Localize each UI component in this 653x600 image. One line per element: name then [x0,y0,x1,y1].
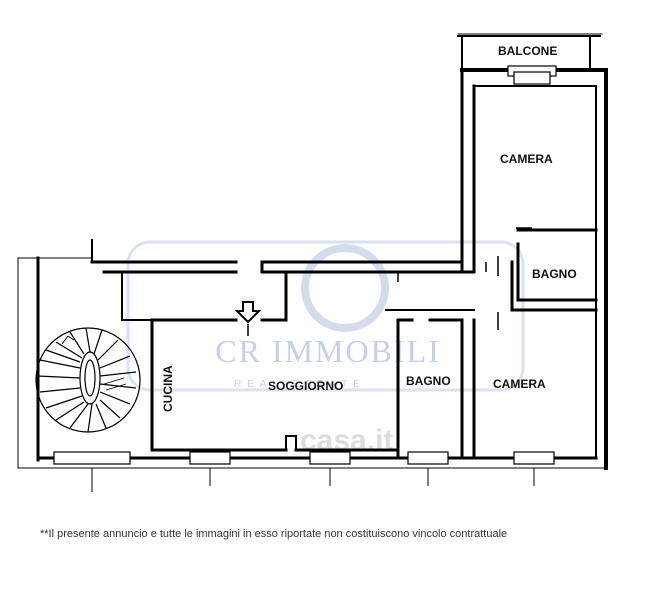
wall-corridor-left [260,260,288,322]
room-labels: BALCONE CAMERA BAGNO CUCINA SOGGIORNO BA… [161,44,577,412]
wall-west-outer [17,257,93,469]
window-sills [91,468,535,492]
stair-core-inner [84,359,96,397]
balcone-outline [457,35,601,71]
label-bagno-right: BAGNO [532,267,577,281]
watermark-frame [126,240,525,392]
spiral-staircase-icon [35,327,141,433]
watermark: CR IMMOBILI REAL ESTATE casa.it [126,240,525,457]
window-soggiorno [309,451,351,465]
label-camera-bottom: CAMERA [493,377,546,391]
window-camera [513,451,555,465]
stair-treads [37,327,137,433]
label-bagno-center: BAGNO [406,374,451,388]
window-stair [53,451,131,465]
windows [53,65,557,465]
label-cucina: CUCINA [161,365,175,412]
window-bagno [407,451,449,465]
stair-well-top [91,239,153,321]
disclaimer-note: **Il presente annuncio e tutte le immagi… [40,528,508,540]
watermark-sub: REAL ESTATE [234,379,366,390]
window-cucina [189,451,231,465]
walls [17,33,608,470]
window-balcone-inner [513,71,551,85]
wall-bagno-center [396,318,464,460]
watermark-logo-circle [301,244,389,332]
watermark-brand: CR IMMOBILI [215,333,441,369]
doors [247,227,532,336]
wall-soggiorno [150,318,400,452]
wall-right-inner [473,85,597,459]
stair-arrow [61,335,75,345]
wall-north-west [90,260,238,274]
stair-hatch [103,377,127,391]
down-arrow-icon [234,301,262,324]
label-balcone: BALCONE [498,44,557,58]
entrance-arrow [234,301,262,324]
wall-bagno-right [510,242,598,312]
wall-wing-left [460,68,476,272]
label-soggiorno: SOGGIORNO [268,379,343,393]
wall-soggiorno-jog [285,435,297,451]
wall-corridor-top [260,250,476,274]
label-camera-top: CAMERA [500,152,553,166]
